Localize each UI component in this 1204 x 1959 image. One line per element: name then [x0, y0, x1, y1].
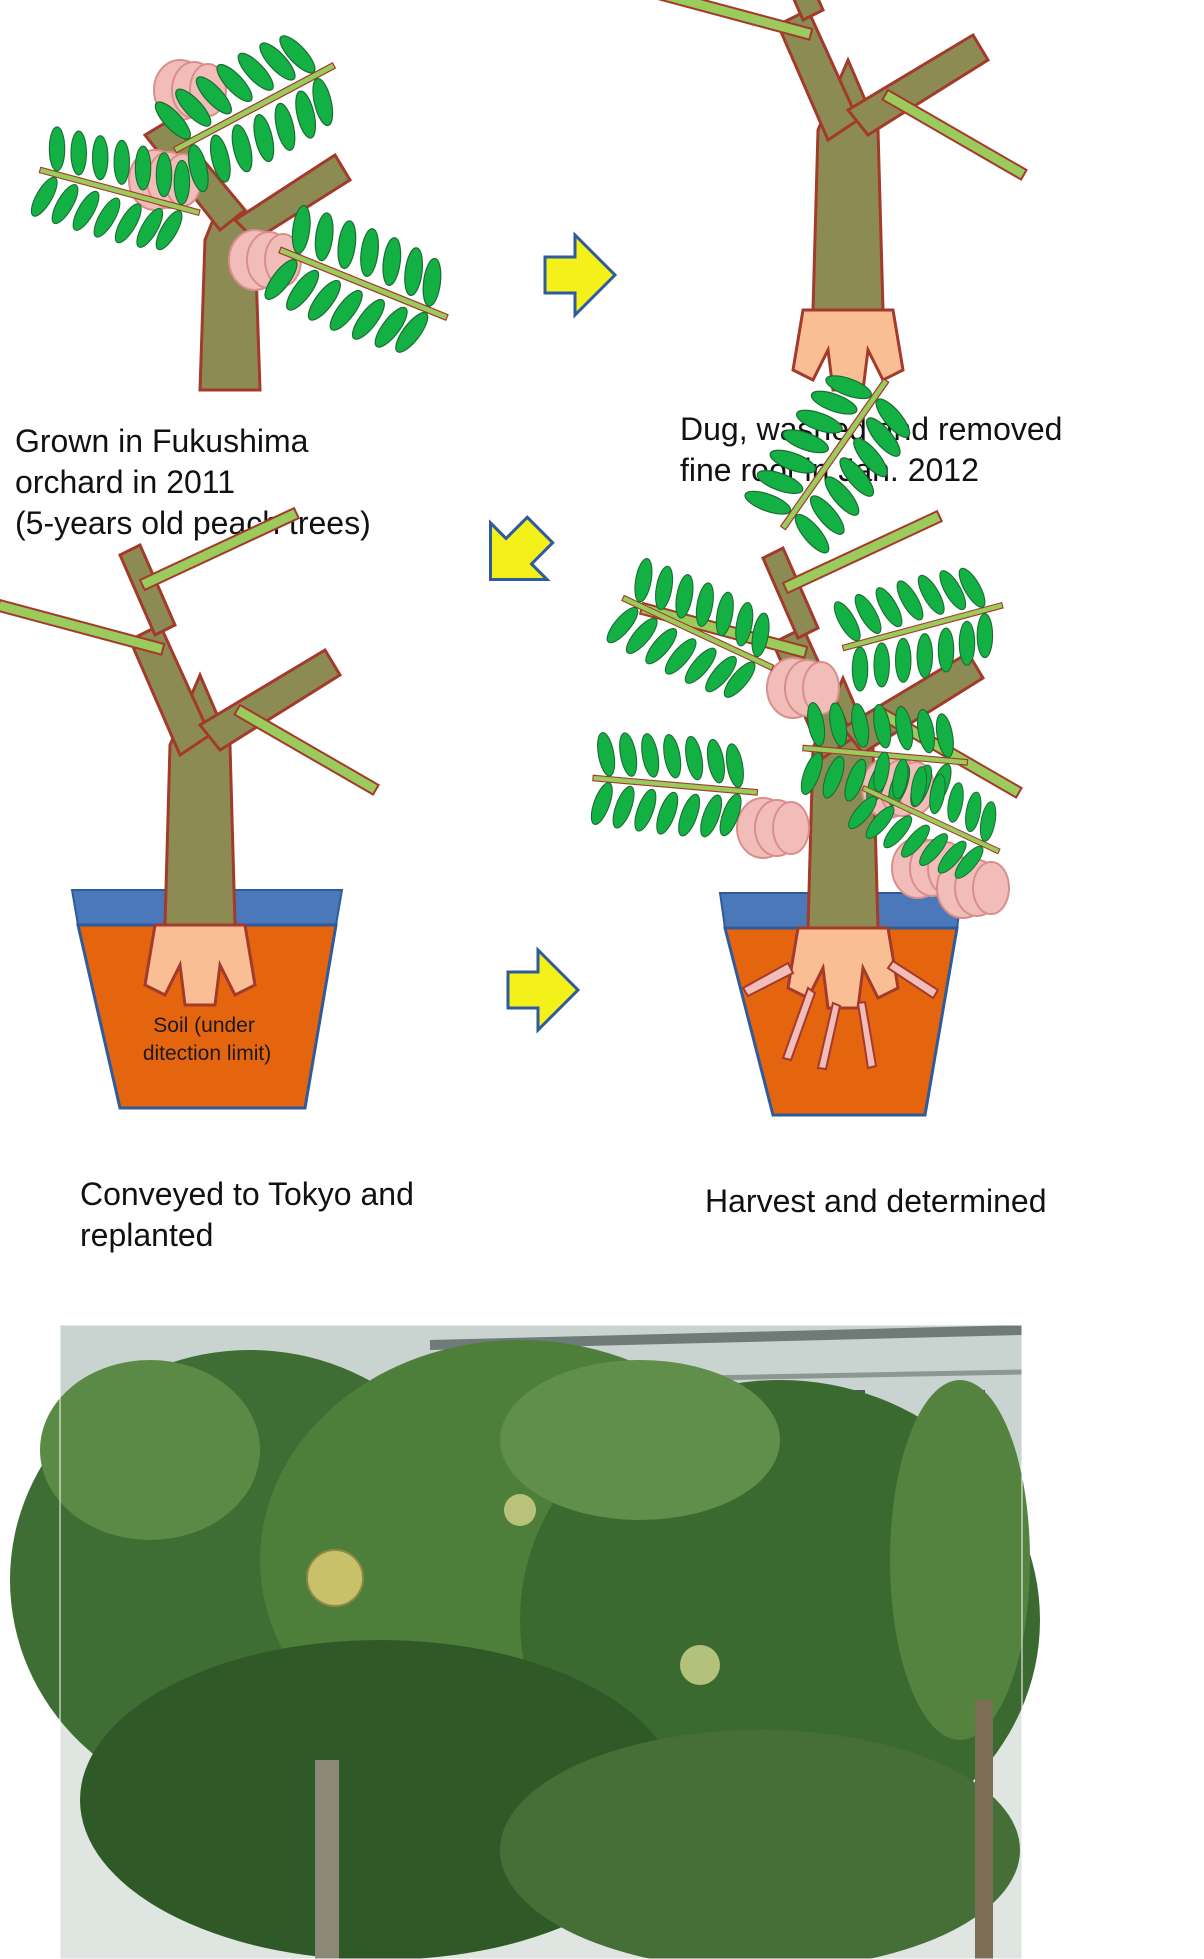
arrow-right-icon [543, 233, 617, 317]
step-3-caption: Conveyed to Tokyo and replanted [80, 1176, 423, 1253]
greenhouse-photo [10, 1324, 1040, 1959]
arrow-right-icon [506, 948, 580, 1032]
harvest-tree-icon [586, 348, 1024, 1071]
arrow-down-left-icon [460, 500, 570, 610]
step-4-caption: Harvest and determined [705, 1183, 1047, 1219]
step-1-caption: Grown in Fukushima orchard in 2011 (5-ye… [15, 423, 371, 541]
replanted-tree-icon [0, 506, 381, 1007]
peach-tree-icon [25, 16, 469, 392]
bare-tree-icon [643, 0, 1029, 392]
pot-soil-label: Soil (under ditection limit) [143, 1014, 271, 1065]
